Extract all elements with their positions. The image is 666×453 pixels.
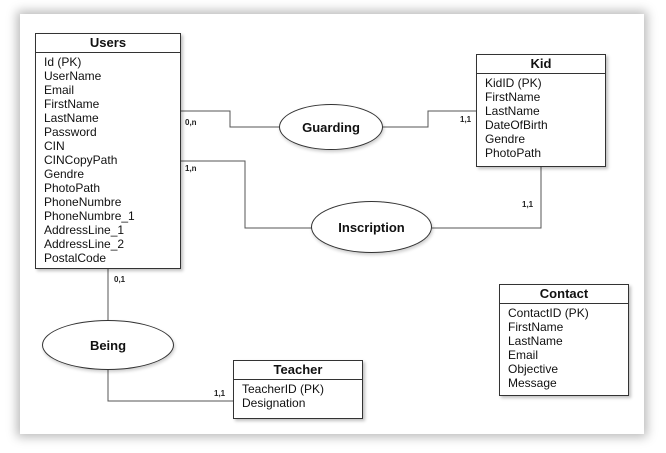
attribute-item: Id (PK) bbox=[44, 55, 82, 69]
users-inscription-cardinality: 1,n bbox=[185, 164, 197, 173]
attribute-item: LastName bbox=[485, 104, 540, 118]
attribute-item: PostalCode bbox=[44, 251, 107, 265]
attribute-item: ContactID (PK) bbox=[508, 306, 589, 320]
users-inscription-line bbox=[180, 160, 312, 229]
attribute-item: PhotoPath bbox=[44, 181, 101, 195]
teacher-being-cardinality: 1,1 bbox=[214, 389, 226, 398]
kid-title: Kid bbox=[477, 55, 605, 74]
kid-guarding-cardinality: 1,1 bbox=[460, 115, 472, 124]
inscription-kid-line bbox=[432, 166, 542, 229]
attribute-item: FirstName bbox=[508, 320, 564, 334]
attribute-item: Message bbox=[508, 376, 557, 390]
attribute-item: DateOfBirth bbox=[485, 118, 548, 132]
attribute-item: AddressLine_2 bbox=[44, 237, 125, 251]
users-guarding-line bbox=[180, 110, 280, 128]
attribute-item: AddressLine_1 bbox=[44, 223, 125, 237]
inscription-relationship: Inscription bbox=[311, 201, 432, 253]
attribute-item: TeacherID (PK) bbox=[242, 382, 325, 396]
attribute-item: LastName bbox=[508, 334, 563, 348]
attribute-item: PhoneNumbre bbox=[44, 195, 122, 209]
attribute-item: Email bbox=[508, 348, 539, 362]
attribute-item: Gendre bbox=[485, 132, 526, 146]
attribute-item: UserName bbox=[44, 69, 102, 83]
users-guarding-cardinality: 0,n bbox=[185, 118, 197, 127]
being-teacher-line bbox=[107, 370, 233, 402]
kid-inscription-cardinality: 1,1 bbox=[522, 200, 534, 209]
guarding-relationship: Guarding bbox=[279, 104, 383, 150]
attribute-item: FirstName bbox=[44, 97, 100, 111]
users-title: Users bbox=[36, 34, 180, 53]
attribute-item: Objective bbox=[508, 362, 559, 376]
attribute-item: CINCopyPath bbox=[44, 153, 118, 167]
attribute-item: Designation bbox=[242, 396, 306, 410]
attribute-item: Email bbox=[44, 83, 75, 97]
being-relationship: Being bbox=[42, 320, 174, 370]
attribute-item: KidID (PK) bbox=[485, 76, 542, 90]
attribute-item: PhoneNumbre_1 bbox=[44, 209, 135, 223]
attribute-item: CIN bbox=[44, 139, 65, 153]
attribute-item: PhotoPath bbox=[485, 146, 542, 160]
teacher-entity: Teacher TeacherID (PK)Designation bbox=[233, 360, 363, 419]
attribute-item: Gendre bbox=[44, 167, 85, 181]
users-being-cardinality: 0,1 bbox=[114, 275, 126, 284]
contact-title: Contact bbox=[500, 285, 628, 304]
attribute-item: Password bbox=[44, 125, 97, 139]
attribute-item: FirstName bbox=[485, 90, 541, 104]
teacher-attributes: TeacherID (PK)Designation bbox=[234, 380, 362, 412]
teacher-title: Teacher bbox=[234, 361, 362, 380]
attribute-item: LastName bbox=[44, 111, 99, 125]
guarding-kid-line bbox=[383, 110, 476, 128]
